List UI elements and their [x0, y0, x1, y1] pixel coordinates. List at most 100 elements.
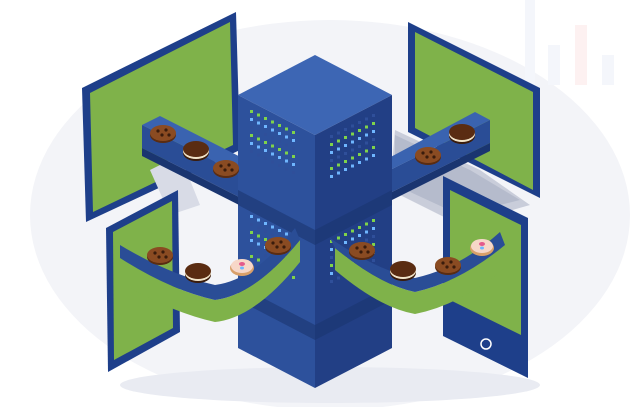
server-light	[271, 152, 274, 156]
chocolate-chip-cookie-icon	[265, 237, 291, 255]
conveyor-belt-lower-right	[330, 232, 505, 314]
server-light	[264, 149, 267, 152]
server-light	[264, 222, 267, 225]
server-light	[264, 133, 267, 136]
server-light	[337, 276, 340, 280]
server-light	[330, 159, 333, 162]
server-light	[278, 164, 281, 167]
server-light	[365, 230, 368, 234]
server-light	[257, 234, 260, 238]
server-light	[372, 146, 375, 149]
server-light	[344, 152, 347, 155]
server-light	[250, 110, 253, 113]
server-light	[257, 137, 260, 141]
server-light	[351, 156, 354, 160]
server-light	[292, 131, 295, 134]
server-light	[337, 155, 340, 159]
server-light	[372, 154, 375, 157]
server-light	[271, 136, 274, 140]
sprinkle-cookie-icon	[230, 259, 254, 276]
server-light	[358, 234, 361, 237]
server-light	[292, 163, 295, 166]
server-light	[344, 136, 347, 139]
server-light	[330, 280, 333, 283]
server-light	[351, 237, 354, 241]
server-light	[330, 264, 333, 267]
server-light	[285, 151, 288, 155]
chocolate-chip-cookie-icon	[213, 160, 239, 178]
server-light	[292, 139, 295, 142]
chocolate-chip-cookie-icon	[349, 242, 375, 260]
server-light	[271, 144, 274, 148]
server-light	[337, 236, 340, 240]
server-light	[257, 153, 260, 157]
server-tower	[238, 55, 392, 388]
server-light	[344, 144, 347, 147]
home-button-icon	[480, 338, 492, 350]
server-light	[365, 149, 368, 153]
server-light	[264, 117, 267, 120]
server-light	[257, 218, 260, 222]
server-light	[344, 168, 347, 171]
server-light	[257, 242, 260, 246]
server-light	[250, 142, 253, 145]
cookies	[147, 124, 494, 283]
server-light	[285, 232, 288, 236]
server-light	[358, 121, 361, 124]
server-light	[257, 113, 260, 117]
server-light	[351, 124, 354, 128]
server-light	[372, 138, 375, 141]
server-light	[257, 145, 260, 149]
server-light	[330, 167, 333, 170]
server-light	[278, 140, 281, 143]
server-light	[330, 143, 333, 146]
server-light	[337, 171, 340, 175]
chocolate-chip-cookie-icon	[147, 247, 173, 265]
chocolate-chip-cookie-icon	[415, 147, 441, 165]
server-light	[365, 133, 368, 137]
server-light	[372, 227, 375, 230]
server-light	[250, 126, 253, 129]
server-light	[330, 248, 333, 251]
server-light	[292, 147, 295, 150]
server-light	[264, 230, 267, 233]
server-light	[250, 247, 253, 250]
server-light	[250, 239, 253, 242]
server-light	[250, 215, 253, 218]
server-light	[365, 125, 368, 129]
server-light	[330, 175, 333, 178]
server-light	[250, 231, 253, 234]
desktop-monitor-right	[390, 22, 540, 225]
server-light	[344, 241, 347, 244]
server-light	[372, 243, 375, 246]
server-light	[330, 240, 333, 243]
sandwich-cookie-icon	[449, 124, 475, 144]
server-light	[365, 117, 368, 121]
server-light	[264, 254, 267, 257]
server-light	[257, 250, 260, 254]
server-light	[358, 161, 361, 164]
server-light	[337, 139, 340, 143]
server-light	[278, 148, 281, 151]
sandwich-cookie-icon	[390, 261, 416, 281]
server-light	[358, 226, 361, 229]
server-light	[365, 157, 368, 161]
server-light	[372, 114, 375, 117]
server-light	[365, 222, 368, 226]
server-light	[292, 171, 295, 174]
server-light	[351, 140, 354, 144]
server-light	[257, 121, 260, 125]
server-light	[278, 156, 281, 159]
server-light	[351, 164, 354, 168]
server-light	[264, 141, 267, 144]
server-light	[278, 229, 281, 232]
server-light	[365, 141, 368, 145]
server-light	[257, 258, 260, 262]
server-light	[372, 219, 375, 222]
server-light	[372, 259, 375, 262]
server-light	[271, 160, 274, 164]
server-light	[358, 137, 361, 140]
server-light	[344, 128, 347, 131]
server-light	[285, 167, 288, 171]
server-light	[257, 129, 260, 133]
